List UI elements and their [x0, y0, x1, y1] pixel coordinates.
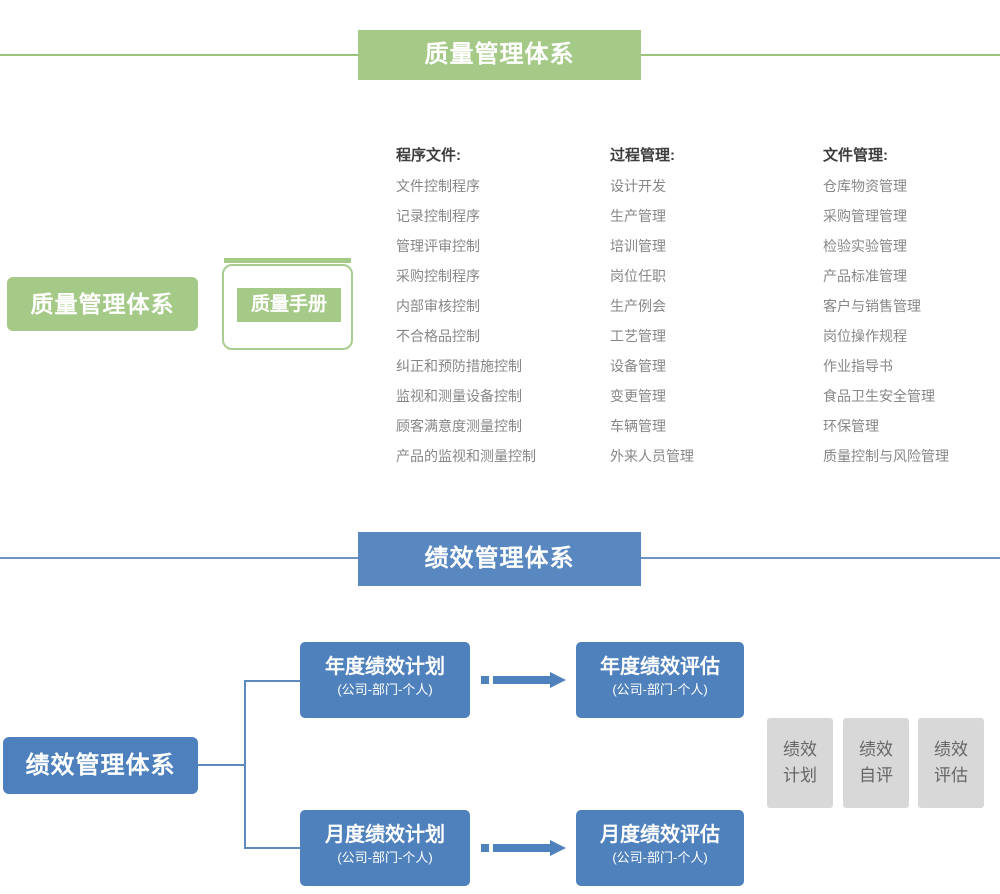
column-header: 过程管理:: [610, 147, 675, 164]
list-item: 产品的监视和测量控制: [396, 448, 536, 464]
flow-box-title: 月度绩效评估: [600, 824, 720, 846]
list-item: 顾客满意度测量控制: [396, 418, 522, 434]
column-procedure-documents: 程序文件: 文件控制程序 记录控制程序 管理评审控制 采购控制程序 内部审核控制…: [396, 148, 611, 471]
list-item: 监视和测量设备控制: [396, 388, 522, 404]
stage-line: 绩效: [934, 740, 968, 759]
stage-line: 评估: [934, 766, 968, 785]
right-arrow-icon: [481, 672, 566, 688]
right-arrow-icon: [481, 840, 566, 856]
stage-box-eval: 绩效 评估: [918, 718, 984, 808]
list-item: 采购控制程序: [396, 268, 480, 284]
list-item: 产品标准管理: [823, 268, 907, 284]
flow-box-subtitle: (公司-部门-个人): [612, 682, 708, 697]
list-item: 岗位任职: [610, 268, 666, 284]
monthly-eval-box: 月度绩效评估 (公司-部门-个人): [576, 810, 744, 886]
list-item: 设备管理: [610, 358, 666, 374]
list-item: 仓库物资管理: [823, 178, 907, 194]
list-item: 检验实验管理: [823, 238, 907, 254]
stage-line: 自评: [859, 766, 893, 785]
annual-plan-box: 年度绩效计划 (公司-部门-个人): [300, 642, 470, 718]
list-item: 培训管理: [610, 238, 666, 254]
flow-box-subtitle: (公司-部门-个人): [337, 850, 433, 865]
list-item: 纠正和预防措施控制: [396, 358, 522, 374]
stage-line: 计划: [783, 766, 817, 785]
column-document-management: 文件管理: 仓库物资管理 采购管理管理 检验实验管理 产品标准管理 客户与销售管…: [823, 148, 1000, 471]
list-item: 文件控制程序: [396, 178, 480, 194]
stage-box-self-eval: 绩效 自评: [843, 718, 909, 808]
list-item: 环保管理: [823, 418, 879, 434]
column-header: 程序文件:: [396, 147, 461, 164]
stage-box-plan: 绩效 计划: [767, 718, 833, 808]
stage-line: 绩效: [783, 740, 817, 759]
quality-root-box: 质量管理体系: [7, 277, 198, 331]
list-item: 工艺管理: [610, 328, 666, 344]
list-item: 采购管理管理: [823, 208, 907, 224]
quality-section-banner: 质量管理体系: [358, 30, 641, 80]
list-item: 客户与销售管理: [823, 298, 921, 314]
flow-box-title: 年度绩效评估: [600, 656, 720, 678]
list-item: 设计开发: [610, 178, 666, 194]
list-item: 不合格品控制: [396, 328, 480, 344]
annual-eval-box: 年度绩效评估 (公司-部门-个人): [576, 642, 744, 718]
list-item: 作业指导书: [823, 358, 893, 374]
performance-section-banner: 绩效管理体系: [358, 532, 641, 586]
flow-box-subtitle: (公司-部门-个人): [612, 850, 708, 865]
list-item: 内部审核控制: [396, 298, 480, 314]
flow-box-title: 月度绩效计划: [325, 824, 445, 846]
list-item: 变更管理: [610, 388, 666, 404]
connector-vertical: [244, 680, 246, 849]
flow-box-title: 年度绩效计划: [325, 656, 445, 678]
connector-root-horizontal: [198, 764, 245, 766]
performance-root-box: 绩效管理体系: [3, 737, 198, 794]
column-process-management: 过程管理: 设计开发 生产管理 培训管理 岗位任职 生产例会 工艺管理 设备管理…: [610, 148, 825, 471]
list-item: 记录控制程序: [396, 208, 480, 224]
list-item: 质量控制与风险管理: [823, 448, 949, 464]
flow-box-subtitle: (公司-部门-个人): [337, 682, 433, 697]
connector-top-branch: [246, 680, 300, 682]
list-item: 生产例会: [610, 298, 666, 314]
connector-bottom-branch: [246, 847, 300, 849]
list-item: 车辆管理: [610, 418, 666, 434]
monthly-plan-box: 月度绩效计划 (公司-部门-个人): [300, 810, 470, 886]
list-item: 外来人员管理: [610, 448, 694, 464]
column-header: 文件管理:: [823, 147, 888, 164]
list-item: 食品卫生安全管理: [823, 388, 935, 404]
list-item: 岗位操作规程: [823, 328, 907, 344]
quality-manual-topbar: [224, 258, 351, 263]
quality-manual-label: 质量手册: [237, 288, 341, 322]
list-item: 管理评审控制: [396, 238, 480, 254]
list-item: 生产管理: [610, 208, 666, 224]
stage-line: 绩效: [859, 740, 893, 759]
